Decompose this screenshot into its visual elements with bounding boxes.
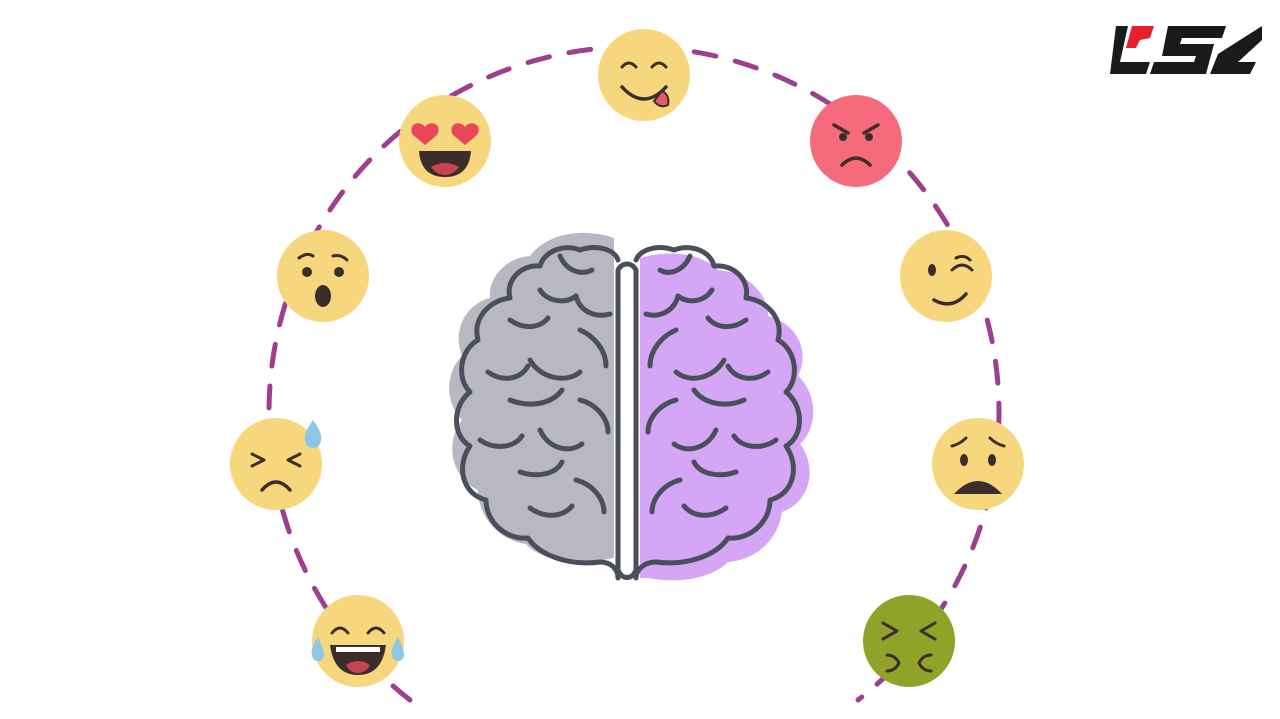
brain-right-hemisphere [640, 253, 814, 581]
nauseated-face-icon [863, 595, 955, 687]
brain-left-hemisphere [449, 232, 614, 562]
sweat-drop-icon [304, 420, 322, 448]
brand-logo-icon [1110, 26, 1262, 74]
winking-face-icon [900, 230, 992, 322]
tongue-out-face-icon [598, 29, 690, 121]
sad-face-icon [932, 418, 1024, 510]
surprised-face-icon [277, 230, 369, 322]
brain-illustration [449, 232, 814, 581]
anxious-sweat-face-icon [230, 418, 322, 510]
laughing-tears-face-icon [311, 595, 404, 687]
heart-eyes-face-icon [399, 95, 491, 187]
angry-face-icon [810, 95, 902, 187]
